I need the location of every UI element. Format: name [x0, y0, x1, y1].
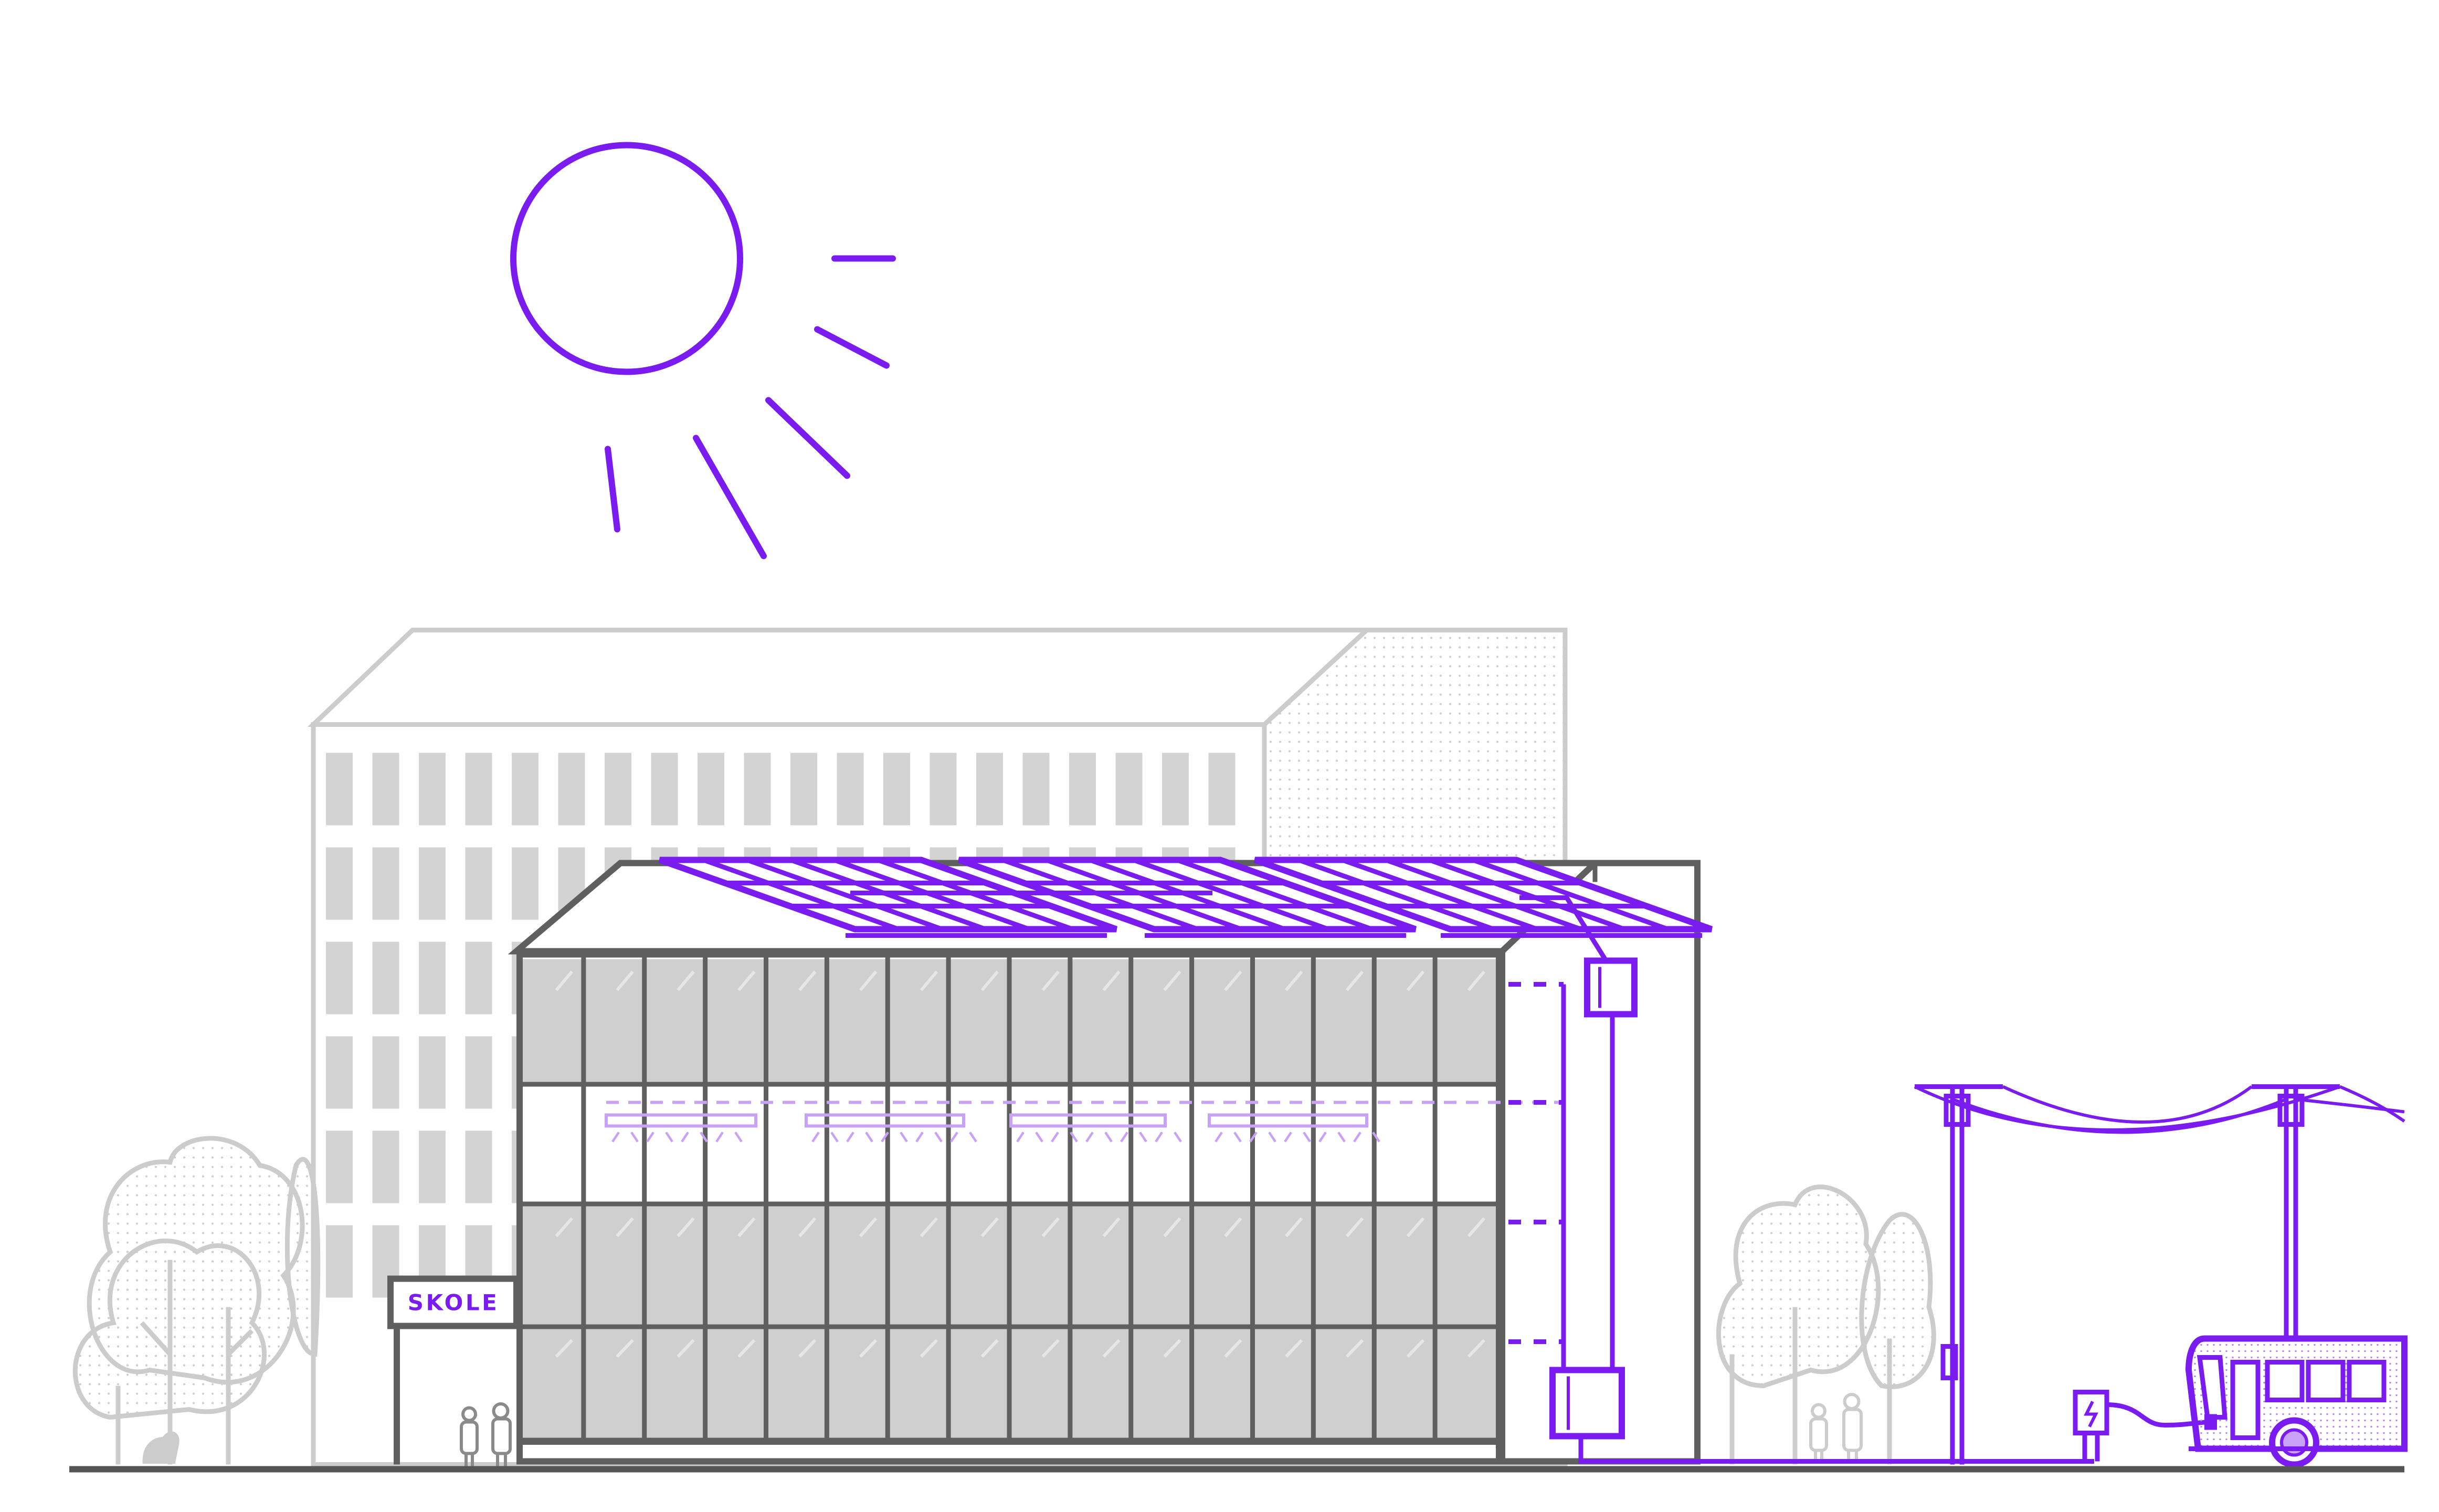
school-building [508, 860, 1701, 1465]
background-window [558, 753, 585, 826]
background-window [651, 753, 678, 826]
background-window [465, 1130, 492, 1203]
ev-charger-icon [2073, 1390, 2109, 1462]
background-window [512, 753, 539, 826]
background-window [372, 847, 399, 920]
sun-icon [510, 142, 896, 559]
solar-panel-icon [1253, 857, 1713, 938]
background-window [930, 753, 957, 826]
background-window [326, 1130, 353, 1203]
background-window [605, 753, 631, 826]
people-near-trees [1809, 1393, 1863, 1463]
school-glass-facade [523, 954, 1559, 1444]
background-window [372, 753, 399, 826]
background-window [419, 942, 446, 1014]
trees-left [72, 1136, 321, 1465]
background-window [326, 942, 353, 1014]
background-window [372, 1036, 399, 1109]
battery-storage-icon [1549, 1367, 1625, 1440]
background-window [419, 847, 446, 920]
power-lines [1914, 1085, 2405, 1134]
people-near-entrance [460, 1402, 512, 1466]
background-window [744, 753, 771, 826]
background-window [465, 753, 492, 826]
power-pole-icon [1915, 1084, 2003, 1465]
background-window [465, 1036, 492, 1109]
power-pole-icon [2252, 1084, 2340, 1339]
inverter-box-icon [1584, 957, 1638, 1018]
background-window [326, 1225, 353, 1298]
background-window [1022, 753, 1050, 826]
background-window [419, 753, 446, 826]
background-window [419, 1036, 446, 1109]
background-window [465, 847, 492, 920]
ceiling-light [1009, 1113, 1167, 1128]
background-window [372, 942, 399, 1014]
background-window [372, 1130, 399, 1203]
background-window [326, 847, 353, 920]
background-window [1208, 753, 1236, 826]
background-window [512, 847, 539, 920]
background-window [419, 1130, 446, 1203]
background-window [698, 753, 724, 826]
ceiling-light [805, 1113, 965, 1128]
person-icon [1842, 1393, 1863, 1463]
background-window [976, 753, 1003, 826]
background-window [1069, 753, 1096, 826]
school-entrance [387, 1275, 520, 1465]
person-icon [491, 1402, 512, 1466]
ceiling-light [605, 1113, 757, 1128]
background-window [326, 1036, 353, 1109]
trees-right [1716, 1185, 1936, 1465]
background-window [790, 753, 817, 826]
person-icon [460, 1406, 479, 1466]
background-window [326, 753, 353, 826]
background-window [1115, 753, 1143, 826]
background-window [837, 753, 864, 826]
electric-bus-icon [2185, 1335, 2408, 1468]
background-window [465, 942, 492, 1014]
ceiling-light [1208, 1113, 1368, 1128]
background-window [1162, 753, 1189, 826]
school-sign-label: SKOLE [408, 1290, 500, 1316]
electrical-wiring [1508, 895, 2094, 1464]
person-icon [1809, 1403, 1828, 1463]
background-window [883, 753, 910, 826]
